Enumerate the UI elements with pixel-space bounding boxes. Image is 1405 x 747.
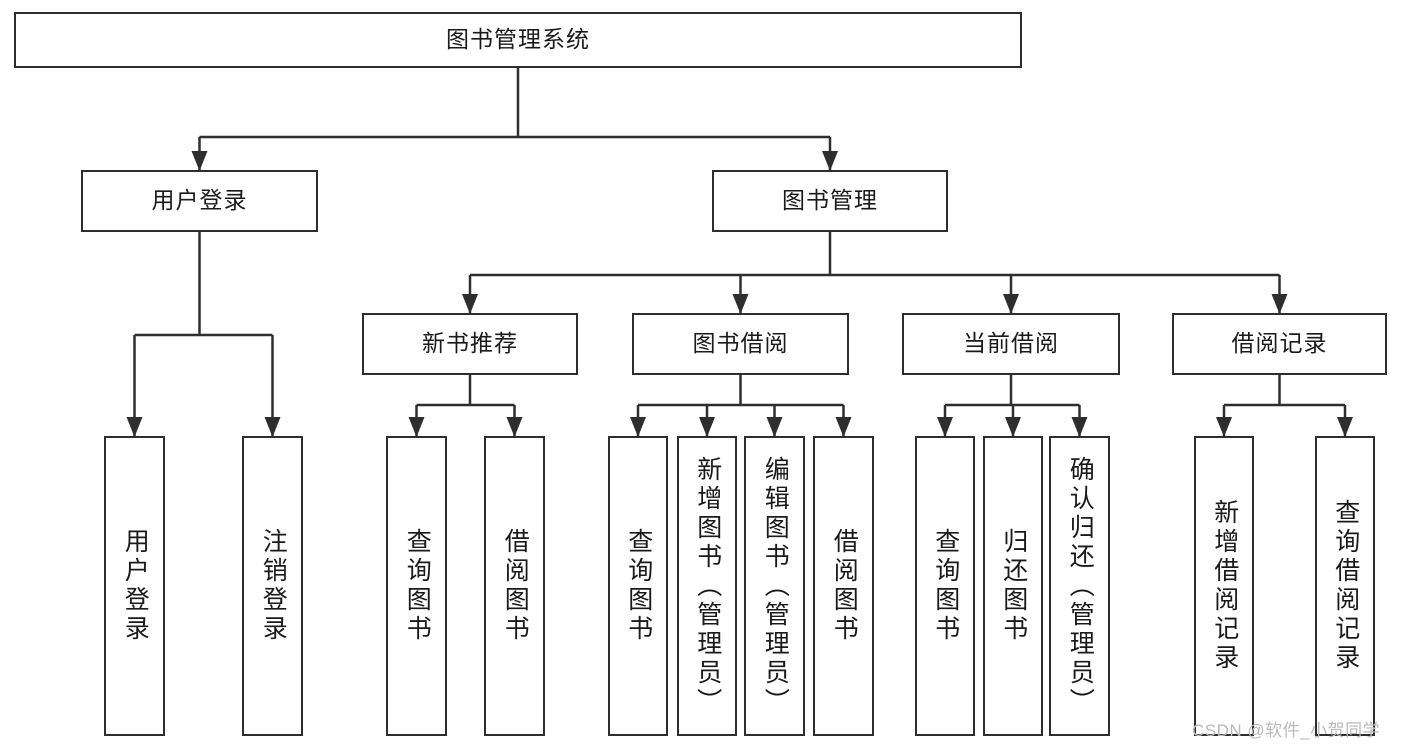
arrowhead-icon — [835, 417, 852, 437]
node-leaf6[interactable]: 新增图书（管理员） — [677, 436, 737, 736]
arrowhead-icon — [408, 417, 425, 437]
node-current[interactable]: 当前借阅 — [902, 313, 1120, 375]
node-leaf4[interactable]: 借阅图书 — [484, 436, 545, 736]
arrowhead-icon — [126, 417, 143, 437]
node-label: 归还图书 — [999, 528, 1028, 644]
node-records[interactable]: 借阅记录 — [1172, 313, 1387, 375]
node-leaf9[interactable]: 查询图书 — [915, 436, 975, 736]
node-label: 注销登录 — [259, 528, 288, 644]
arrowhead-icon — [1003, 294, 1019, 314]
node-login[interactable]: 用户登录 — [81, 170, 318, 232]
node-label: 确认归还（管理员） — [1066, 455, 1095, 717]
arrowhead-icon — [822, 151, 838, 171]
node-root[interactable]: 图书管理系统 — [14, 12, 1022, 68]
arrowhead-icon — [506, 417, 523, 437]
node-label: 查询图书 — [931, 528, 960, 644]
arrowhead-icon — [1071, 417, 1088, 437]
arrowhead-icon — [937, 417, 953, 437]
node-leaf7[interactable]: 编辑图书（管理员） — [744, 436, 805, 736]
arrowhead-icon — [699, 417, 715, 437]
node-label: 借阅图书 — [501, 528, 530, 644]
node-label: 用户登录 — [151, 187, 248, 214]
node-label: 图书管理 — [782, 187, 878, 214]
node-leaf11[interactable]: 确认归还（管理员） — [1049, 436, 1110, 736]
node-leaf8[interactable]: 借阅图书 — [813, 436, 874, 736]
arrowhead-icon — [1271, 294, 1288, 314]
node-leaf13[interactable]: 查询借阅记录 — [1315, 436, 1375, 736]
arrowhead-icon — [1337, 417, 1353, 437]
node-leaf12[interactable]: 新增借阅记录 — [1194, 436, 1254, 736]
node-bookmgmt[interactable]: 图书管理 — [712, 170, 948, 232]
node-leaf3[interactable]: 查询图书 — [386, 436, 447, 736]
node-borrow[interactable]: 图书借阅 — [632, 313, 849, 375]
node-label: 新书推荐 — [422, 330, 518, 357]
arrowhead-icon — [264, 417, 281, 437]
node-label: 当前借阅 — [963, 330, 1059, 357]
node-label: 图书管理系统 — [446, 26, 590, 53]
node-leaf10[interactable]: 归还图书 — [983, 436, 1043, 736]
node-label: 借阅记录 — [1231, 330, 1328, 357]
node-label: 新增图书（管理员） — [693, 455, 722, 717]
node-label: 查询图书 — [403, 528, 432, 644]
node-label: 借阅图书 — [830, 528, 859, 644]
arrowhead-icon — [191, 151, 208, 171]
node-newbook[interactable]: 新书推荐 — [362, 313, 578, 375]
arrowhead-icon — [462, 294, 478, 314]
node-label: 编辑图书（管理员） — [761, 455, 790, 717]
csdn-watermark: CSDN @软件_小贺同学 — [1192, 721, 1381, 740]
arrowhead-icon — [1216, 417, 1232, 437]
arrowhead-icon — [732, 294, 749, 314]
node-label: 新增借阅记录 — [1210, 499, 1239, 673]
node-label: 用户登录 — [121, 528, 150, 644]
arrowhead-icon — [630, 417, 646, 437]
node-leaf2[interactable]: 注销登录 — [242, 436, 303, 736]
arrowhead-icon — [1005, 417, 1021, 437]
node-label: 查询借阅记录 — [1331, 499, 1360, 673]
node-label: 查询图书 — [624, 528, 653, 644]
node-leaf1[interactable]: 用户登录 — [104, 436, 165, 736]
node-label: 图书借阅 — [692, 330, 789, 357]
arrowhead-icon — [766, 417, 783, 437]
node-leaf5[interactable]: 查询图书 — [608, 436, 668, 736]
